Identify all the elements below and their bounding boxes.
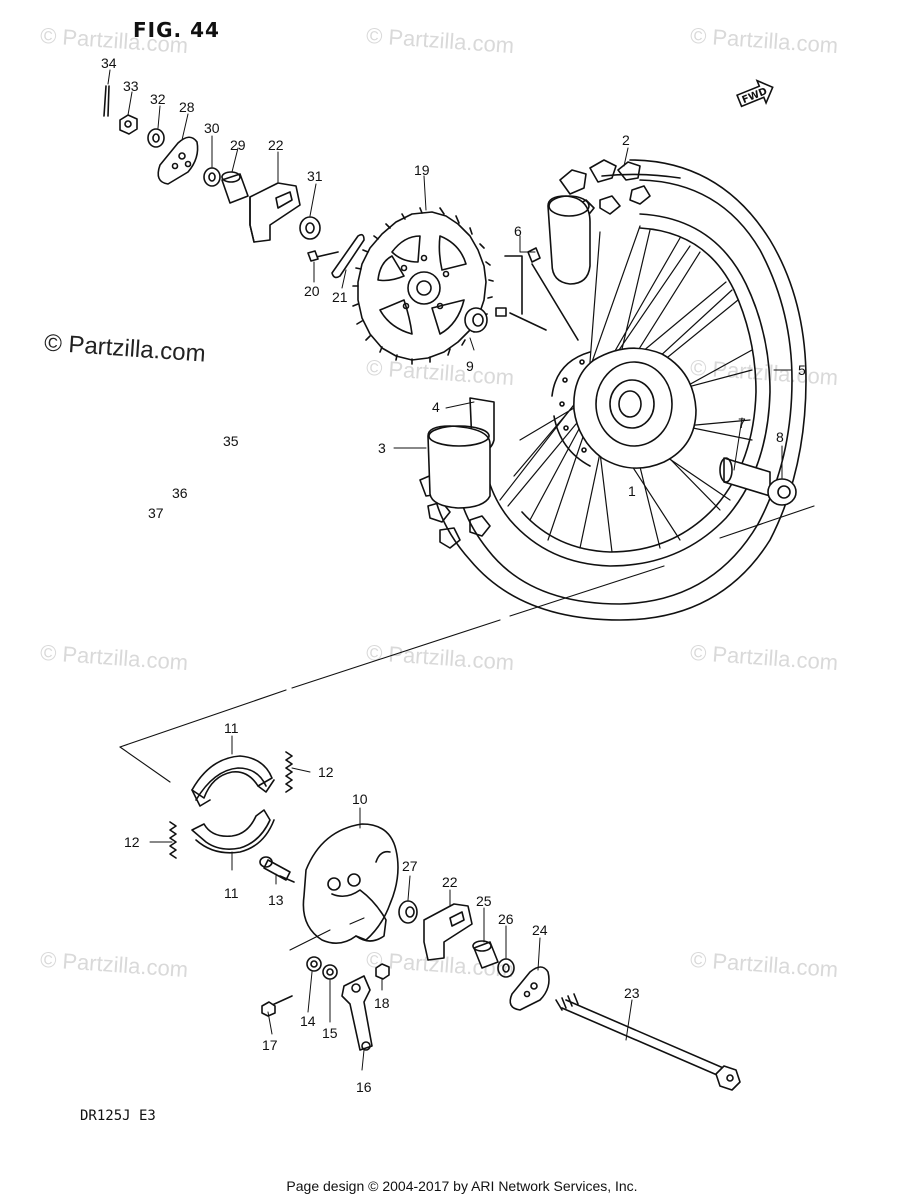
callout-25: 25 [476, 893, 492, 909]
callout-4: 4 [432, 399, 440, 415]
callout-6: 6 [514, 223, 522, 239]
rear-tire [429, 159, 807, 621]
chain-adjuster-plate [509, 966, 550, 1011]
chain-adjuster [423, 903, 473, 961]
tire-section-cutaway [547, 195, 591, 285]
callout-13: 13 [268, 892, 284, 908]
washer [497, 958, 515, 978]
washer [203, 167, 221, 187]
callout-10: 10 [352, 791, 368, 807]
brake-cam [259, 856, 295, 883]
callout-35: 35 [223, 433, 239, 449]
brake-cam-lever [341, 975, 373, 1051]
callout-19: 19 [414, 162, 430, 178]
callout-30: 30 [204, 120, 220, 136]
callout-28: 28 [179, 99, 195, 115]
callout-labels: 34 33 32 28 30 29 22 31 20 21 19 9 2 6 4… [101, 55, 806, 1095]
sprocket-bearing [464, 307, 488, 333]
callout-18: 18 [374, 995, 390, 1011]
callout-22: 22 [442, 874, 458, 890]
callout-21: 21 [332, 289, 348, 305]
callout-5: 5 [798, 362, 806, 378]
callout-17: 17 [262, 1037, 278, 1053]
spacer [221, 171, 249, 204]
callout-11: 11 [224, 720, 239, 736]
sprocket-bolt [307, 250, 339, 262]
callout-20: 20 [304, 283, 320, 299]
brake-shoe [191, 809, 275, 854]
callout-24: 24 [532, 922, 548, 938]
nut [375, 963, 390, 980]
washer [147, 128, 165, 148]
callout-27: 27 [402, 858, 418, 874]
dust-seal [767, 478, 797, 506]
brake-panel [302, 823, 399, 944]
chain-adjuster-plate [157, 136, 199, 185]
rim-band-cutaway [427, 397, 495, 509]
callout-8: 8 [776, 429, 784, 445]
callout-22: 22 [268, 137, 284, 153]
forward-arrow-icon: FWD [736, 79, 774, 108]
callout-12: 12 [124, 834, 140, 850]
callout-33: 33 [123, 78, 139, 94]
cotter-pin [103, 85, 110, 117]
callout-37: 37 [148, 505, 164, 521]
callout-16: 16 [356, 1079, 372, 1095]
washer [306, 956, 322, 972]
leader-lines [107, 69, 793, 1071]
lever-bolt [261, 995, 293, 1017]
callout-14: 14 [300, 1013, 316, 1029]
model-code: DR125J E3 [80, 1108, 156, 1124]
axle-nut [119, 114, 138, 135]
callout-11: 11 [224, 885, 239, 901]
callout-12: 12 [318, 764, 334, 780]
brake-shoe [191, 755, 275, 807]
chain-adjuster [249, 182, 301, 243]
callout-32: 32 [150, 91, 166, 107]
brake-shoe-spring [169, 821, 177, 859]
spacer [398, 900, 418, 924]
assembly-guide-lines [119, 505, 815, 951]
callout-7: 7 [738, 415, 746, 431]
callout-26: 26 [498, 911, 514, 927]
callout-31: 31 [307, 168, 323, 184]
rear-hub [551, 347, 697, 469]
rear-axle [555, 993, 741, 1091]
rear-sprocket [352, 207, 494, 365]
callout-9: 9 [466, 358, 474, 374]
spacer [472, 940, 499, 969]
washer [322, 964, 338, 980]
callout-2: 2 [622, 132, 630, 148]
brake-shoe-spring [285, 751, 293, 793]
callout-36: 36 [172, 485, 188, 501]
rim [485, 213, 771, 567]
figure-title: FIG. 44 [133, 18, 220, 42]
lock-washer [331, 233, 365, 279]
washer [299, 216, 321, 240]
page-footer: Page design © 2004-2017 by ARI Network S… [286, 1178, 638, 1194]
callout-34: 34 [101, 55, 117, 71]
callout-23: 23 [624, 985, 640, 1001]
callout-3: 3 [378, 440, 386, 456]
callout-15: 15 [322, 1025, 338, 1041]
callout-1: 1 [628, 483, 636, 499]
callout-29: 29 [230, 137, 246, 153]
